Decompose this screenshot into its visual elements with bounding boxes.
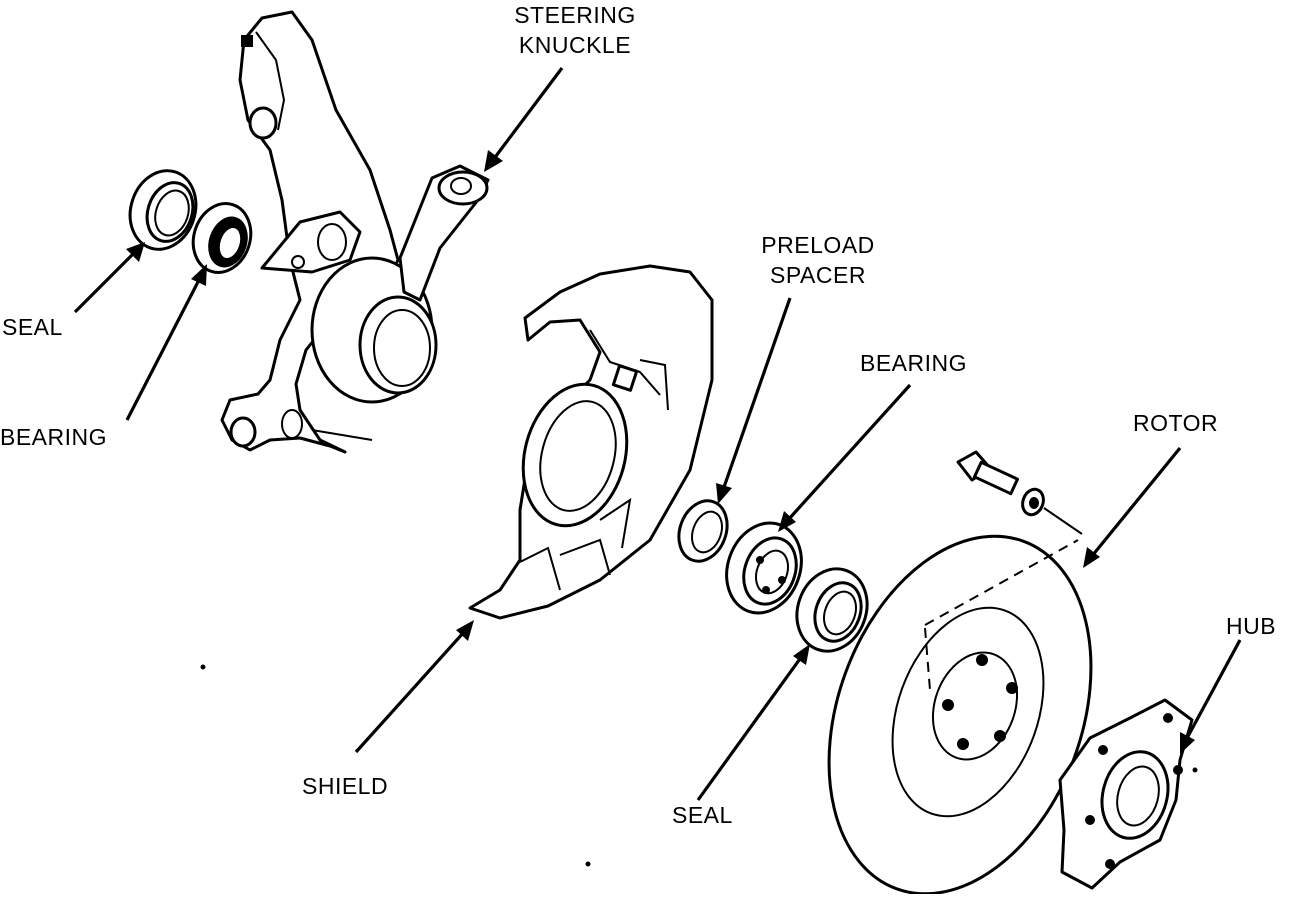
leader-rotor [1083,446,1182,568]
label-steering-knuckle-line1: STEERING [514,2,636,28]
leader-seal-left [73,242,145,314]
label-preload-spacer-line2: SPACER [770,262,866,288]
label-preload-spacer-line1: PRELOAD [761,232,875,258]
shield [468,264,714,620]
leader-seal-right [696,644,810,801]
bearing-left [191,202,253,274]
label-hub: HUB [1226,613,1277,639]
scan-speck [200,664,206,670]
washer [1021,487,1083,535]
label-preload-spacer: PRELOAD SPACER [738,230,898,290]
seal-left [128,169,198,251]
steering-knuckle [220,10,490,454]
rotor [827,534,1093,896]
label-seal-left: SEAL [2,314,63,340]
leader-steering-knuckle [484,67,564,172]
leader-bearing-left [125,264,207,421]
bearing-right [725,521,803,615]
leader-shield [354,620,474,754]
leader-bearing-right [778,383,912,532]
label-bearing-right: BEARING [860,350,968,376]
preload-spacer [677,499,729,563]
label-steering-knuckle: STEERING KNUCKLE [490,0,660,60]
seal-right [795,567,869,653]
leader-hub [1180,639,1242,754]
scan-speck [585,861,591,867]
label-rotor: ROTOR [1133,410,1219,436]
leader-preload-spacer [716,297,792,504]
rotor-bolt [956,450,1020,496]
label-shield: SHIELD [302,773,389,799]
scan-speck [1192,767,1198,773]
label-steering-knuckle-line2: KNUCKLE [518,32,632,58]
label-bearing-left: BEARING [0,424,108,450]
hub [1058,698,1194,890]
label-seal-right: SEAL [672,802,733,828]
